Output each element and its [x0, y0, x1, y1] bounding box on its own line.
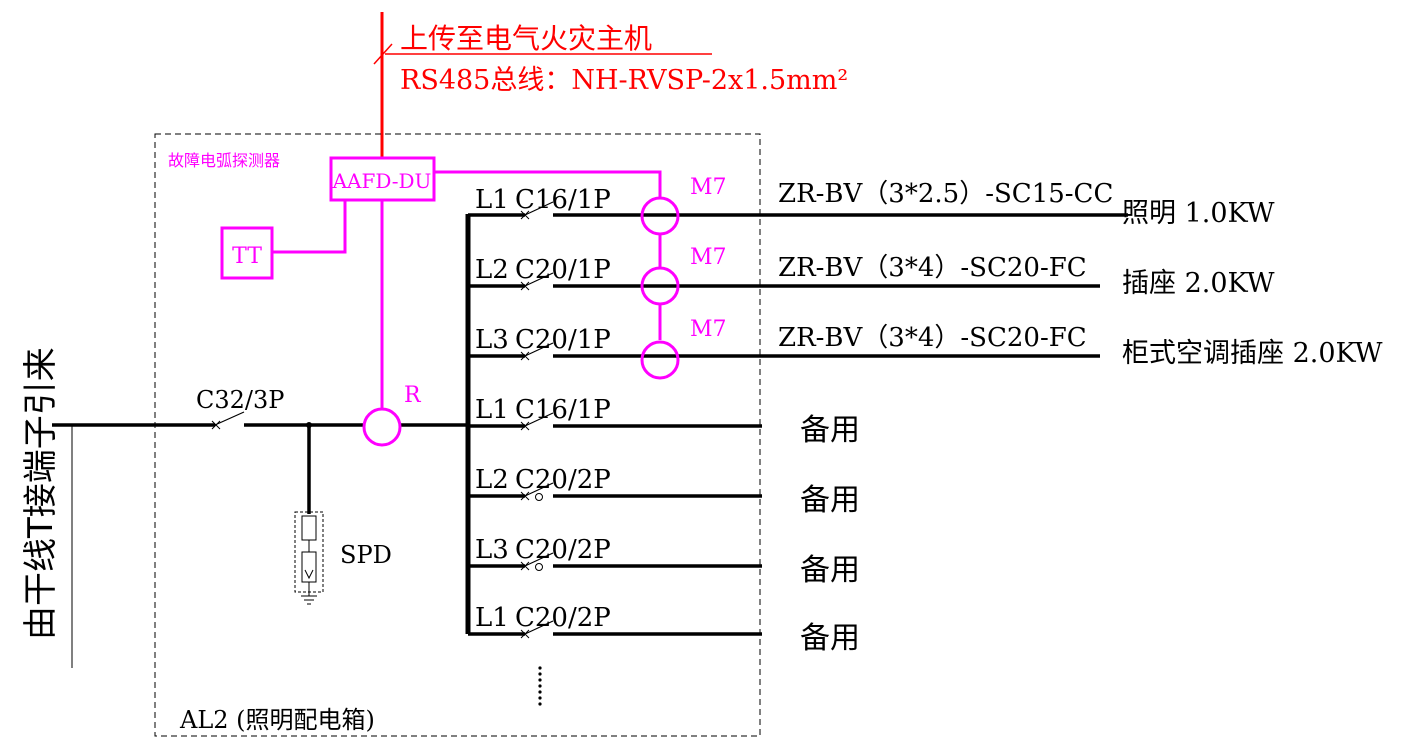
load-label: 插座 2.0KW: [1122, 268, 1275, 299]
rcd-mark: [535, 493, 543, 501]
phase-label: L1: [475, 185, 509, 215]
breaker-label: C16/1P: [515, 185, 611, 215]
phase-label: L1: [475, 395, 509, 425]
main-breaker-label: C32/3P: [196, 386, 284, 414]
phase-label: L2: [475, 255, 509, 285]
phase-label: L2: [475, 465, 509, 495]
continuation-dots: [538, 666, 542, 706]
cable-label: ZR-BV（3*2.5）-SC15-CC: [778, 179, 1113, 209]
phase-label: L3: [475, 535, 509, 565]
main-breaker-switch: [214, 411, 245, 426]
load-label: 照明 1.0KW: [1122, 198, 1275, 229]
aafd-du-box: [329, 156, 436, 202]
circuit-row-3: L3 C20/1P M7 ZR-BV（3*4）-SC20-FC 柜式空调插座 2…: [468, 317, 1383, 380]
spd-label: SPD: [340, 541, 392, 569]
breaker-switch: [524, 342, 554, 357]
circuit-row-6: L3 C20/2P 备用: [468, 535, 860, 588]
circuit-row-5: L2 C20/2P 备用: [468, 465, 860, 518]
phase-label: L1: [475, 603, 509, 633]
breaker-switch: [524, 201, 554, 216]
load-label: 柜式空调插座 2.0KW: [1122, 338, 1383, 369]
tt-wire: [272, 200, 347, 254]
load-label: 备用: [800, 621, 860, 656]
upload-label-2: RS485总线：NH-RVSP-2x1.5mm²: [400, 65, 848, 96]
upload-label-1: 上传至电气火灾主机: [400, 22, 652, 55]
tt-label: TT: [232, 244, 262, 269]
breaker-label: C20/2P: [515, 603, 611, 633]
breaker-label: C20/1P: [515, 255, 611, 285]
circuit-row-4: L1 C16/1P 备用: [468, 395, 860, 448]
detector-label: 故障电弧探测器: [168, 151, 280, 170]
breaker-switch: [524, 552, 554, 567]
breaker-switch: [524, 482, 554, 497]
breaker-label: C20/1P: [515, 325, 611, 355]
m7-label: M7: [690, 175, 727, 200]
m7-circle-2: [640, 266, 680, 306]
m7-wire-top: [434, 170, 662, 198]
breaker-label: C20/2P: [515, 465, 611, 495]
bus-tick: [373, 43, 393, 65]
m7-label: M7: [690, 317, 727, 342]
r-label: R: [404, 383, 422, 408]
rcd-mark: [535, 563, 543, 571]
r-sensor-circle: [362, 407, 402, 447]
spd-element-1: [301, 515, 317, 541]
m7-label: M7: [690, 245, 727, 270]
load-label: 备用: [800, 483, 860, 518]
main-breaker-x2: [211, 420, 221, 430]
distribution-box-outline: [154, 133, 761, 737]
circuit-row-2: L2 C20/1P M7 ZR-BV（3*4）-SC20-FC 插座 2.0KW: [468, 245, 1275, 306]
breaker-switch: [524, 272, 554, 287]
m7-circle-1: [640, 196, 680, 236]
circuit-row-1: L1 C16/1P M7 ZR-BV（3*2.5）-SC15-CC 照明 1.0…: [468, 175, 1275, 236]
breaker-switch: [524, 412, 554, 427]
box-label: AL2 (照明配电箱): [179, 706, 375, 734]
cable-label: ZR-BV（3*4）-SC20-FC: [778, 323, 1087, 353]
phase-label: L3: [475, 325, 509, 355]
breaker-label: C20/2P: [515, 535, 611, 565]
breaker-label: C16/1P: [515, 395, 611, 425]
m7-circle-3: [640, 340, 680, 380]
aafd-label: AAFD-DU: [332, 169, 432, 193]
tt-box: [220, 226, 274, 280]
spd-arrow: [304, 569, 314, 580]
breaker-switch: [524, 620, 554, 635]
incoming-label: 由干线T接端子引来: [21, 347, 61, 640]
circuit-row-7: L1 C20/2P 备用: [468, 603, 860, 656]
cable-label: ZR-BV（3*4）-SC20-FC: [778, 253, 1087, 283]
load-label: 备用: [800, 413, 860, 448]
load-label: 备用: [800, 553, 860, 588]
